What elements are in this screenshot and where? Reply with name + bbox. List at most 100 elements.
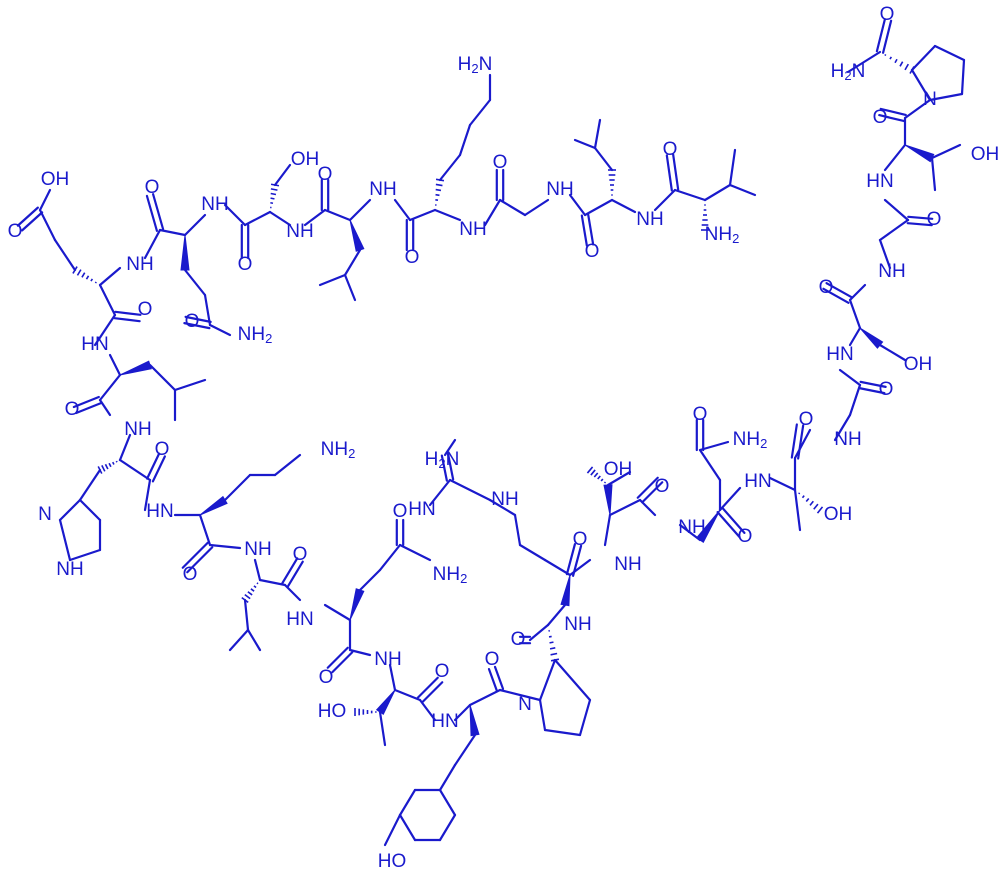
bond — [398, 788, 417, 817]
atom-label-nh-r: NH — [286, 221, 313, 242]
bond — [703, 183, 732, 202]
hash-bond — [904, 63, 909, 71]
bond — [583, 198, 614, 217]
bond — [118, 458, 152, 482]
carbonyl — [636, 476, 659, 499]
hash-bond — [801, 495, 805, 499]
bond — [98, 373, 122, 402]
bond — [208, 543, 242, 550]
bond — [838, 368, 862, 387]
carbonyl — [571, 544, 583, 577]
bond — [848, 298, 862, 330]
carbonyl — [641, 481, 664, 504]
hash-bond — [809, 500, 814, 506]
wedge-bond — [199, 495, 228, 516]
atom-label-thr4-ho: HO — [318, 701, 347, 722]
bond — [698, 440, 730, 452]
bond — [833, 413, 852, 442]
wedge-bond — [603, 484, 613, 516]
wedge-bond — [180, 234, 190, 271]
carbonyl — [716, 511, 741, 539]
bond — [453, 733, 477, 767]
hash-bond — [112, 461, 115, 465]
carbonyl — [184, 315, 212, 323]
atom-label-c11-o: O — [435, 661, 450, 682]
bond — [143, 478, 152, 512]
atom-label-pro-n: N — [923, 89, 937, 110]
hash-bond — [549, 641, 554, 644]
bond — [603, 513, 612, 547]
atom-label-asn-nh2: NH2 — [733, 429, 768, 451]
atom-label-tyr-ho: HO — [378, 851, 407, 872]
imine — [447, 453, 455, 481]
bond — [68, 548, 102, 562]
hash-bond — [884, 54, 887, 56]
bond — [273, 163, 292, 187]
hash-bond — [603, 481, 607, 484]
atom-label-his-n: N — [38, 504, 52, 525]
bond — [518, 543, 547, 562]
atom-label-nh-g: NH — [614, 554, 641, 575]
atom-label-his-nh: NH — [124, 419, 151, 440]
carbonyl — [859, 380, 887, 388]
atom-label-nh-n: NH — [56, 559, 83, 580]
bond — [383, 813, 402, 847]
carbonyl — [907, 215, 934, 220]
bond — [393, 688, 422, 702]
hash-bond — [548, 635, 552, 638]
carbonyl — [281, 557, 299, 585]
atom-label-arg-hn: HN — [408, 499, 435, 520]
hash-bond — [104, 463, 109, 470]
hash-bond — [899, 61, 904, 67]
atom-label-c10-o: O — [485, 649, 500, 670]
bond — [208, 323, 232, 337]
bond — [323, 603, 352, 622]
bond — [246, 628, 262, 652]
hash-bond — [597, 475, 601, 480]
carbonyl — [183, 322, 211, 330]
bond — [578, 698, 592, 737]
atom-label-nh-c: HN — [826, 344, 853, 365]
atom-label-nh-m: HN — [146, 501, 173, 522]
atom-label-lys-nh2: NH2 — [321, 439, 356, 461]
atom-label-glu-o: O — [8, 221, 23, 242]
carbonyl — [114, 310, 142, 316]
atom-label-thr3-oh: OH — [604, 459, 633, 480]
carbonyl — [665, 154, 673, 192]
bond — [573, 138, 597, 150]
bond — [546, 603, 567, 627]
atom-label-nh-e: HN — [744, 471, 771, 492]
atom-label-c7-o: O — [655, 476, 670, 497]
hash-bond — [600, 478, 604, 482]
bond — [568, 193, 587, 217]
bond — [243, 210, 272, 227]
atom-label-nh-s: NH — [369, 179, 396, 200]
atom-label-c13-o: O — [293, 544, 308, 565]
bond — [343, 248, 362, 277]
hash-bond — [894, 58, 898, 64]
carbonyl — [286, 560, 304, 588]
bond — [348, 198, 372, 222]
bond-lines — [16, 18, 966, 847]
atom-label-thr2-oh: OH — [824, 504, 853, 525]
carbonyl — [878, 114, 906, 123]
hash-bond — [813, 503, 819, 510]
hash-bond — [593, 472, 599, 478]
atom-label-arg-h2n: H2N — [425, 449, 460, 471]
wedge-bond — [904, 144, 935, 163]
carbonyl — [21, 211, 44, 232]
atom-label-arg-nh: NH — [491, 489, 518, 510]
carbonyl — [797, 424, 805, 460]
bond — [593, 146, 614, 172]
bond — [53, 238, 77, 272]
carbonyl — [587, 213, 595, 246]
carbonyl — [882, 19, 893, 54]
hash-bond — [270, 188, 278, 191]
bond — [148, 363, 177, 392]
hash-bond — [108, 462, 112, 468]
carbonyl — [906, 222, 933, 227]
bond — [438, 763, 457, 792]
atom-label-glu-oh: OH — [41, 169, 70, 190]
bond — [793, 488, 802, 532]
bond — [458, 123, 472, 157]
